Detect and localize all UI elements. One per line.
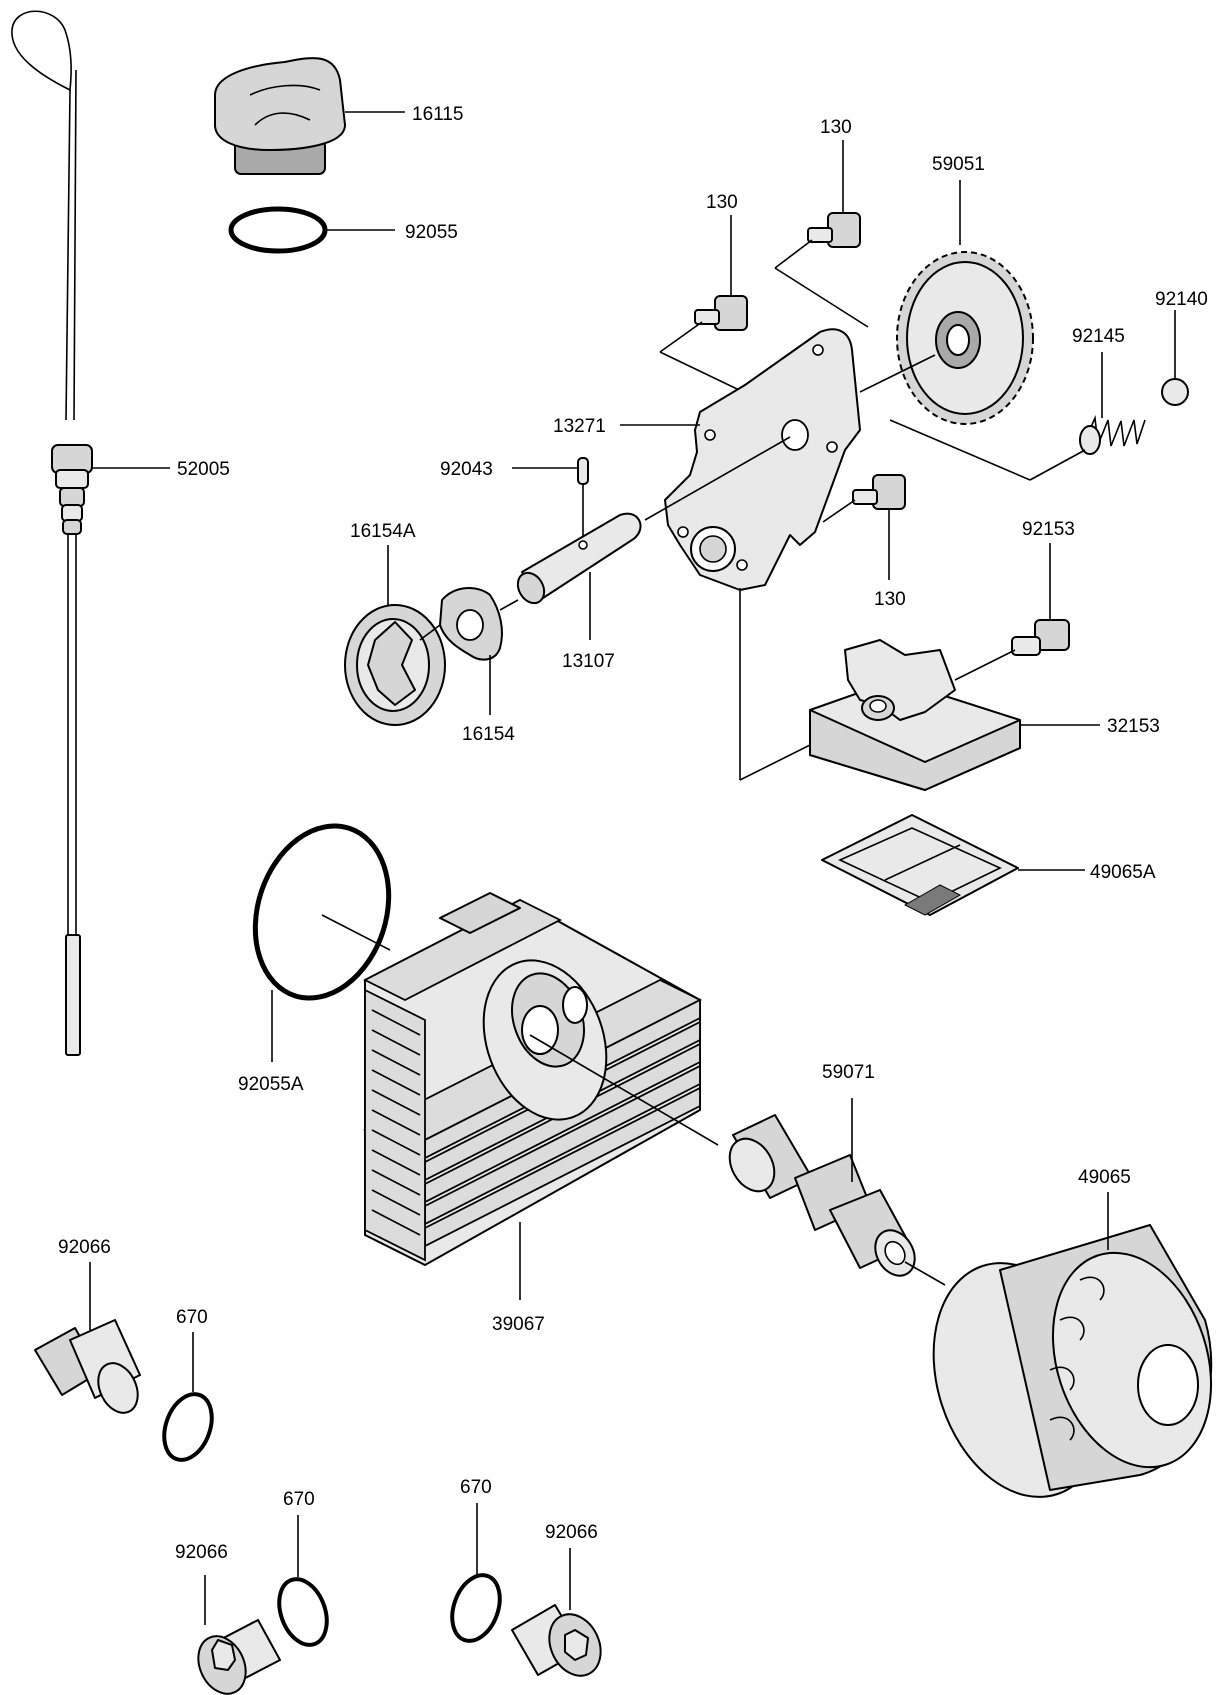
label-92140: 92140 [1155,289,1208,310]
label-92043: 92043 [440,459,493,480]
inner-rotor-16154[interactable] [439,587,503,661]
oil-filler-cap-part[interactable] [214,57,346,175]
label-59071: 59071 [822,1062,875,1083]
label-39067: 39067 [492,1314,545,1335]
label-49065A: 49065A [1090,862,1156,883]
label-13107: 13107 [562,651,615,672]
label-92066-c: 92066 [545,1522,598,1543]
label-92055A: 92055A [238,1074,304,1095]
oil-filter-49065[interactable] [905,1224,1229,1519]
ball-92140[interactable] [1161,378,1189,406]
label-92145: 92145 [1072,326,1125,347]
label-16154A: 16154A [350,521,416,542]
drain-plug-92066-b[interactable] [189,1619,281,1695]
dipstick-part[interactable] [11,10,93,1056]
label-92055: 92055 [405,222,458,243]
o-ring-92055[interactable] [228,206,328,254]
gasket-670-c[interactable] [444,1569,509,1648]
oil-cooler-39067[interactable] [363,892,702,1266]
label-92153: 92153 [1022,519,1075,540]
gear-part[interactable] [896,251,1034,425]
label-52005: 52005 [177,459,230,480]
label-92066-b: 92066 [175,1542,228,1563]
label-130-b: 130 [820,117,852,138]
label-670-b: 670 [283,1489,315,1510]
pump-cover-plate[interactable] [664,328,861,591]
label-59051: 59051 [932,154,985,175]
label-130-c: 130 [874,589,906,610]
bolt-130-a[interactable] [694,295,748,331]
label-670-c: 670 [460,1477,492,1498]
drain-plug-92066-a[interactable] [34,1319,145,1419]
o-ring-92055A[interactable] [234,809,410,1016]
label-16115: 16115 [412,104,463,125]
label-16154: 16154 [462,724,515,745]
strainer-screen-49065A[interactable] [821,814,1019,916]
gasket-670-a[interactable] [156,1388,221,1467]
bolt-130-c[interactable] [852,474,906,510]
union-fitting-59071[interactable] [721,1114,923,1283]
label-670-a: 670 [176,1307,208,1328]
label-32153: 32153 [1107,716,1160,737]
label-130-a: 130 [706,192,738,213]
label-92066-a: 92066 [58,1237,111,1258]
pump-shaft-13107[interactable] [513,512,642,608]
bolt-130-b[interactable] [807,212,861,248]
bolt-92153[interactable] [1011,619,1070,656]
strainer-housing-32153[interactable] [809,639,1021,791]
spring-92145[interactable] [1079,415,1146,455]
label-13271: 13271 [553,416,606,437]
label-49065: 49065 [1078,1167,1131,1188]
gasket-670-b[interactable] [271,1573,336,1652]
outer-rotor-16154A[interactable] [344,604,446,726]
pin-92043[interactable] [577,457,589,485]
drain-plug-92066-c[interactable] [511,1604,610,1684]
